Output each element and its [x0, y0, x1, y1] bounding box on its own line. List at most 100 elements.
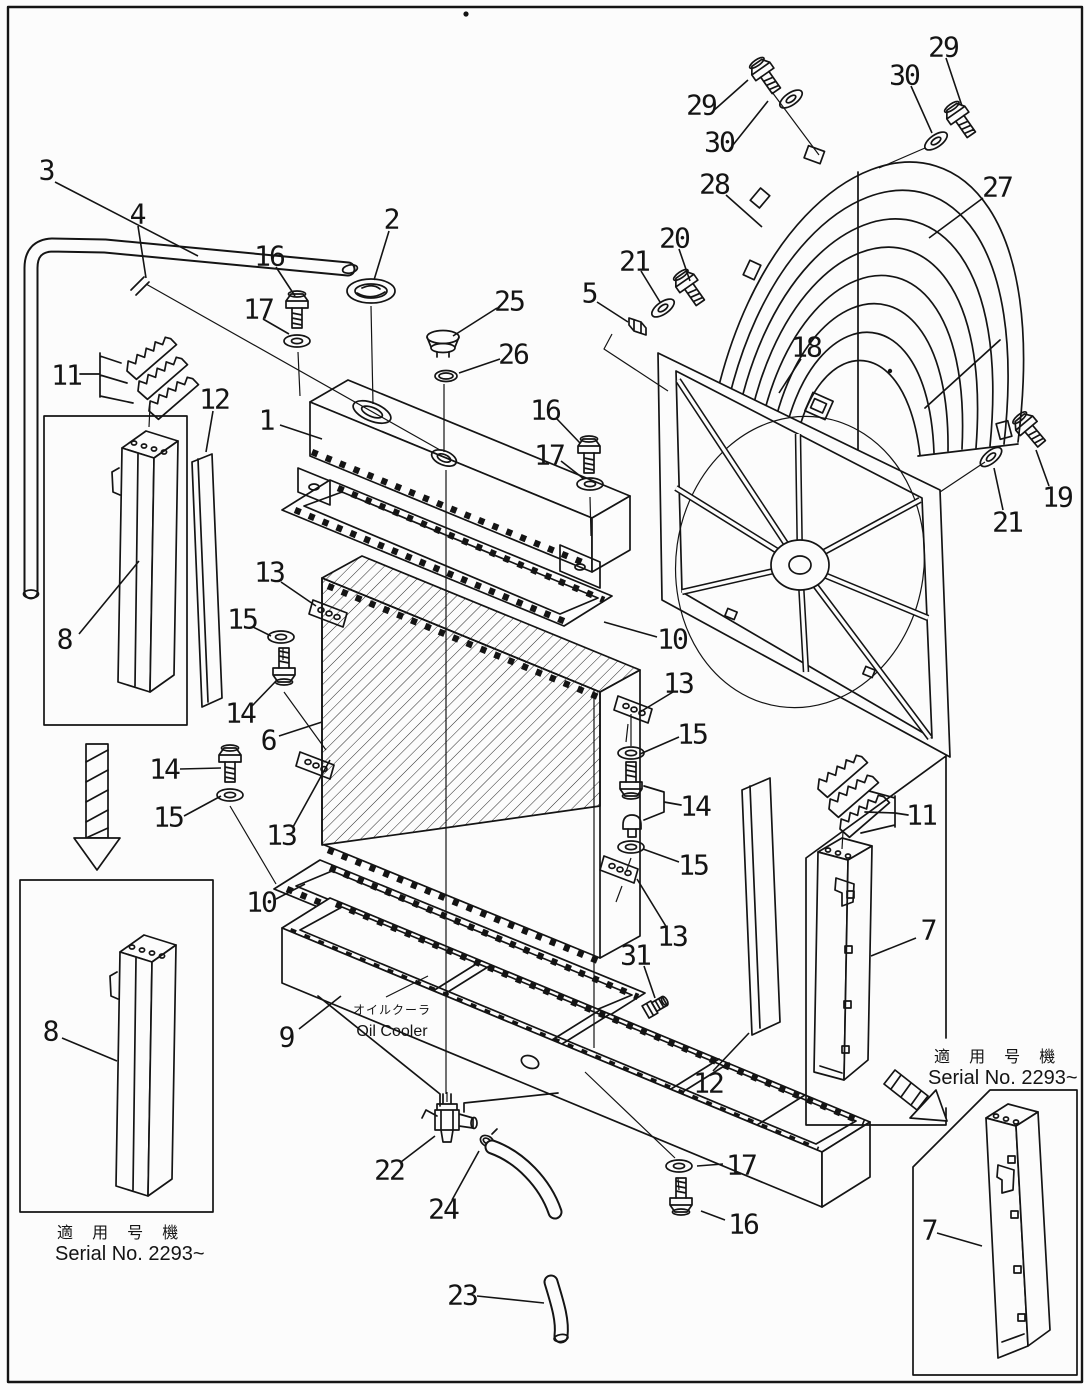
callout-23: 23: [447, 1279, 477, 1312]
callout-brackets: [79, 352, 909, 834]
callout-3: 3: [39, 154, 54, 187]
bolt-16-top: [285, 290, 309, 329]
plug-31: [641, 992, 672, 1019]
callout-21: 21: [619, 245, 649, 278]
side-strip-12-left: [191, 453, 223, 708]
side-panel-7-mid: [813, 837, 873, 1081]
callout-5: 5: [582, 277, 597, 310]
callout-17: 17: [726, 1149, 756, 1182]
bolt-16-tank: [577, 435, 601, 474]
gasket-10-upper: [281, 479, 613, 627]
callout-6: 6: [261, 724, 277, 757]
oil-cooler-9: [281, 897, 871, 1208]
diagram-border: [6, 5, 1084, 1384]
down-arrow-right: [883, 1069, 948, 1122]
oil-cooler-label-jp: オイルクーラ: [353, 1003, 431, 1017]
callout-10: 10: [657, 623, 688, 656]
serial-box-mid-right: [805, 755, 947, 1126]
stray-dot: [887, 368, 893, 374]
hose-23: [484, 1139, 569, 1344]
callout-17: 17: [243, 293, 273, 326]
callout-7: 7: [921, 914, 936, 947]
callout-7: 7: [922, 1214, 937, 1247]
washer-21-left: [648, 294, 678, 322]
callout-8: 8: [57, 623, 73, 656]
applicable-serial-jp-left: 適 用 号 機: [57, 1223, 185, 1242]
callout-30: 30: [704, 126, 735, 159]
callout-19: 19: [1042, 481, 1072, 514]
washer-15-a: [267, 630, 295, 644]
bolt-14-a: [272, 647, 296, 686]
assembly-axis-lines: [145, 91, 986, 1191]
callout-20: 20: [659, 222, 690, 255]
combs-11-left: [120, 332, 205, 423]
callout-8: 8: [43, 1015, 59, 1048]
side-panel-8-bottom: [109, 934, 177, 1197]
serial-box-bottom-left: [19, 879, 214, 1213]
radiator-cap-2: [346, 278, 396, 304]
callout-24: 24: [428, 1193, 459, 1226]
callout-13: 13: [657, 920, 687, 953]
callout-12: 12: [199, 383, 229, 416]
oil-cooler-label-en: Oil Cooler: [356, 1023, 428, 1040]
callout-29: 29: [928, 31, 958, 64]
serial-number-note-right: Serial No. 2293~: [928, 1067, 1078, 1089]
callout-15: 15: [678, 849, 708, 882]
side-strip-12-right: [741, 777, 781, 1036]
washer-30-left: [776, 85, 806, 113]
callout-leader-lines: [54, 57, 1050, 1304]
callout-14: 14: [149, 753, 180, 786]
callout-10: 10: [246, 886, 277, 919]
oring-26: [434, 369, 458, 383]
drain-valve-22: [421, 1093, 478, 1143]
bolt-20: [669, 265, 711, 310]
callout-21: 21: [992, 506, 1022, 539]
callout-18: 18: [791, 331, 822, 364]
applicable-serial-jp-right: 適 用 号 機: [934, 1047, 1062, 1066]
washer-15-b: [216, 788, 244, 802]
callout-1: 1: [259, 404, 274, 437]
callout-25: 25: [494, 285, 524, 318]
callout-9: 9: [279, 1021, 294, 1054]
clamp-mark-4: [130, 276, 150, 296]
side-panel-8-top: [111, 430, 179, 693]
serial-number-note-left: Serial No. 2293~: [55, 1243, 205, 1265]
callout-30: 30: [889, 59, 920, 92]
callout-31: 31: [620, 939, 650, 972]
bolt-14-c: [619, 761, 643, 800]
callout-27: 27: [982, 171, 1012, 204]
registration-dot: [463, 11, 469, 17]
bolt-16-bottom: [669, 1177, 693, 1216]
callout-16: 16: [728, 1208, 759, 1241]
callout-16: 16: [254, 240, 285, 273]
callout-13: 13: [254, 556, 284, 589]
callout-11: 11: [51, 359, 81, 392]
callout-14: 14: [680, 790, 711, 823]
callout-2: 2: [384, 203, 399, 236]
radiator-core-6: [321, 555, 641, 965]
hose-3: [22, 237, 359, 600]
callout-12: 12: [693, 1067, 723, 1100]
fan-guard-27-28: [699, 144, 1025, 588]
clip-5: [628, 317, 647, 336]
washer-17-bottom: [665, 1159, 693, 1173]
fan-shroud-18: [657, 352, 951, 758]
serial-box-top-left: [43, 415, 188, 726]
washer-30-right: [921, 127, 951, 155]
callout-28: 28: [699, 168, 730, 201]
radiator-top-tank-1: [297, 379, 631, 589]
washer-17-top: [283, 334, 311, 348]
callout-4: 4: [130, 198, 146, 231]
bolt-14-b: [218, 744, 242, 783]
callout-13: 13: [663, 667, 693, 700]
capnut-14-d: [622, 814, 642, 838]
callout-14: 14: [225, 697, 256, 730]
callout-15: 15: [677, 718, 707, 751]
side-panel-7-bottom: [985, 1103, 1051, 1359]
down-arrow-left: [73, 743, 121, 871]
callout-22: 22: [374, 1154, 404, 1187]
callout-15: 15: [227, 603, 257, 636]
